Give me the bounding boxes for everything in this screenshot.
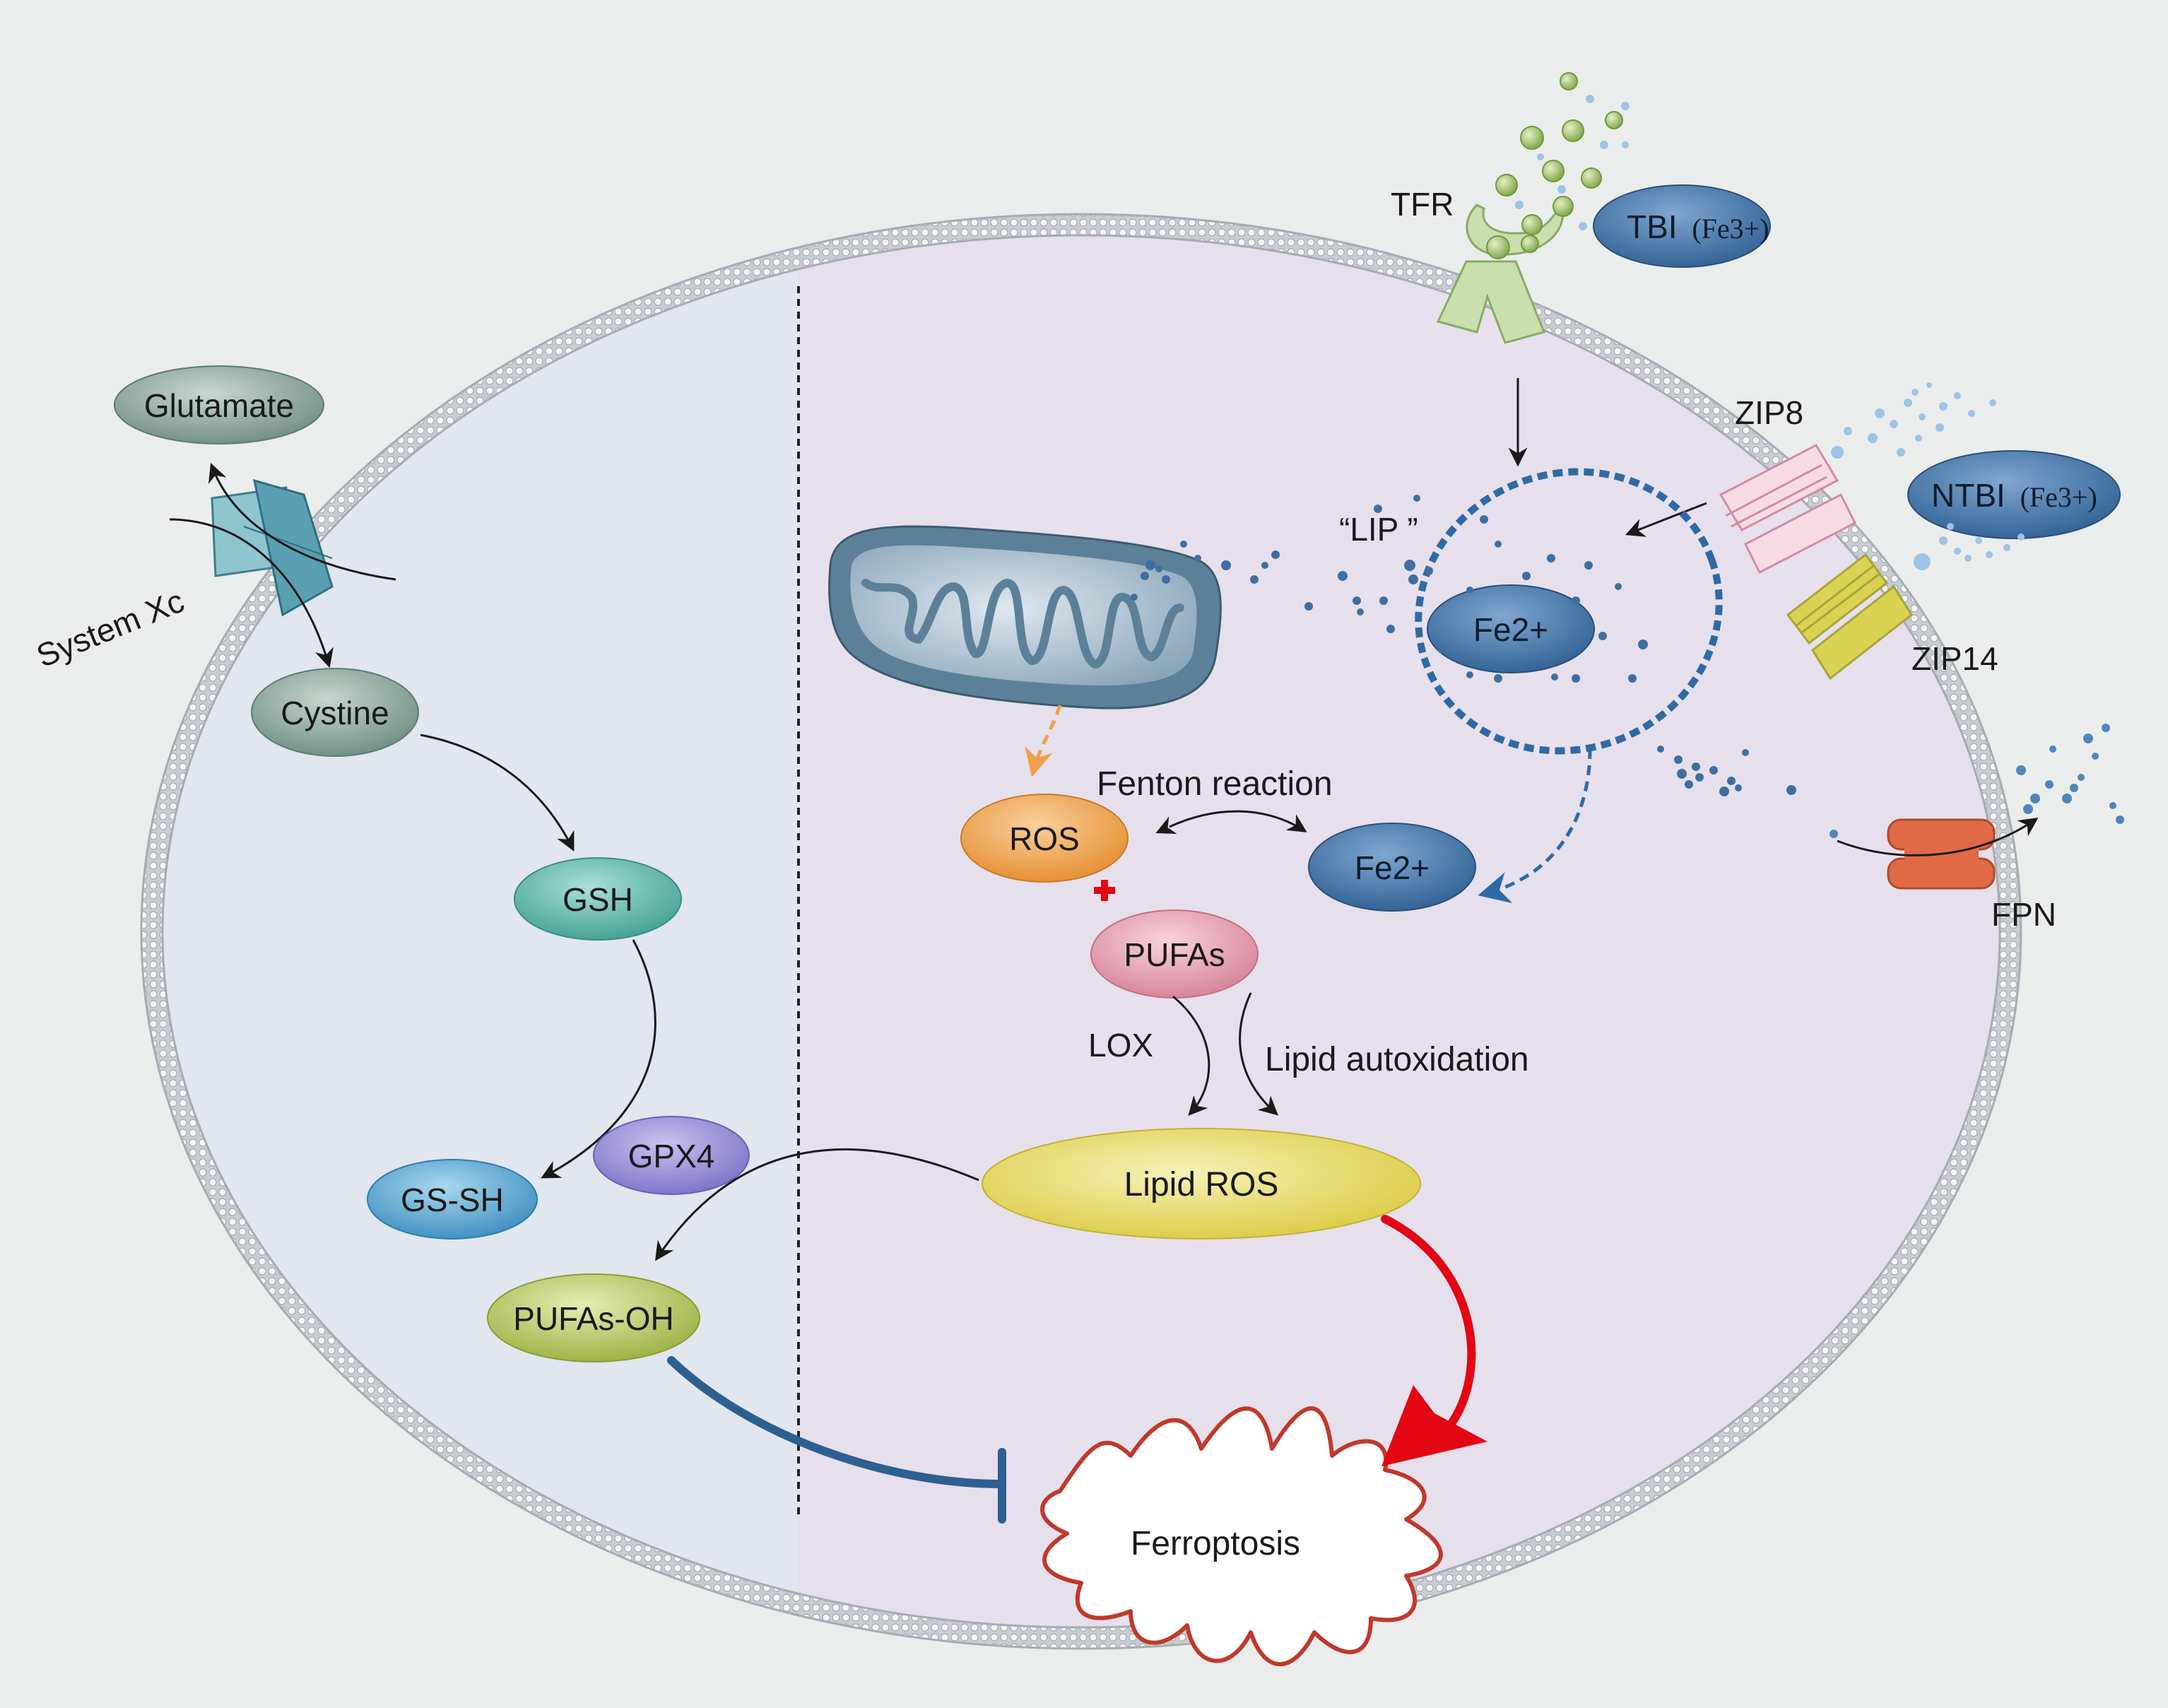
mitochondrion-iron-dots [1131,541,1280,601]
small-blue-dots-tfr [1515,95,1630,230]
transferrin-iron-dots [1486,72,1623,259]
activation-arrow [1381,1215,1476,1432]
gsh-node: GSH [562,881,633,918]
mito-to-ros-arrow [1025,705,1062,777]
system-xc-transporter [211,478,334,617]
cystine-import-arrow [169,518,334,669]
lip-label: “LIP ” [1339,511,1418,548]
ros-node: ROS [1009,820,1080,857]
fpn-dots [1830,724,2124,838]
gsh-to-gssh-arrow [541,939,656,1179]
zip8-to-lip-arrow [1625,502,1707,537]
gs-sh-node: GS-SH [401,1182,504,1218]
lip-to-fe2-arrow [1478,748,1592,904]
fpn-export-arrow [1837,817,2039,856]
ntbi-label: NTBI (Fe3+) [1931,477,2097,514]
ferroptosis-burst [1040,1406,1443,1666]
tbi-label: TBI (Fe3+) [1627,208,1769,245]
ntbi-dots [1831,382,2025,570]
cystine-to-gsh-arrow [420,734,575,852]
fe2-lip-node: Fe2+ [1473,611,1548,648]
activation-arrowhead [1381,1385,1487,1466]
fe2-fenton-node: Fe2+ [1355,849,1430,886]
gpx4-node: GPX4 [628,1138,715,1174]
ferroptosis-label: Ferroptosis [1131,1525,1300,1562]
pufas-oh-node: PUFAs-OH [513,1300,673,1337]
zip8-label: ZIP8 [1735,394,1803,431]
zip14-label: ZIP14 [1911,640,1998,677]
lipid-ros-to-pufas-oh-arrow [655,1148,979,1261]
lip-pool [1415,468,1723,755]
lipid-autoxidation-label: Lipid autoxidation [1265,1041,1529,1078]
fenton-double-arrow [1155,810,1307,834]
fenton-label: Fenton reaction [1097,765,1333,803]
mitochondrion [828,525,1222,709]
pufas-node: PUFAs [1124,936,1225,973]
lip-iron-dots [1304,495,1796,796]
fpn-label: FPN [1991,896,2056,933]
inhibition-line [667,1356,1006,1488]
lipid-ros-node: Lipid ROS [1124,1166,1279,1203]
plus-icon [1094,880,1115,901]
glutamate-node: Glutamate [144,387,294,424]
autoxidation-arrow [1239,992,1279,1116]
lox-label: LOX [1088,1027,1153,1064]
zip8-transporter [1719,444,1857,575]
glutamate-export-arrow [208,462,396,581]
zip14-transporter [1786,553,1913,681]
tfr-label: TFR [1391,186,1454,223]
lox-arrow [1172,995,1210,1117]
cystine-node: Cystine [281,695,389,731]
